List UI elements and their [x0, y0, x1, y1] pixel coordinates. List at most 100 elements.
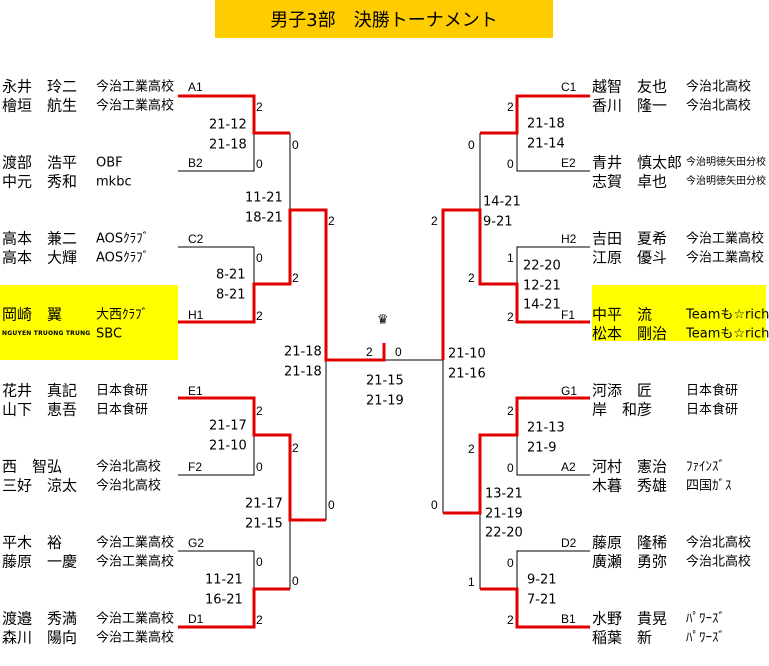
game-score: 21-17: [209, 418, 247, 434]
seed-label: H2: [561, 232, 577, 246]
highlight-right-finalist: [592, 285, 766, 341]
club-name: 今治北高校: [686, 554, 752, 570]
games-won: 0: [292, 138, 299, 152]
game-score: 22-20: [523, 258, 561, 274]
games-won: 0: [328, 498, 335, 512]
player-name: 高本 大輝: [2, 248, 78, 267]
club-name: 今治工業高校: [96, 611, 175, 627]
seed-label: G2: [188, 536, 205, 550]
club-name: 今治工業高校: [686, 231, 765, 247]
games-won: 2: [328, 214, 335, 228]
seed-label: C2: [188, 232, 204, 246]
games-won: 2: [468, 271, 475, 285]
player-name: 中平 流: [592, 305, 653, 324]
club-name: 四国ｶﾞｽ: [686, 478, 732, 494]
games-won: 2: [431, 214, 438, 228]
club-name: ﾊﾟﾜｰｽﾞ: [686, 611, 725, 627]
player-name: 平木 裕: [2, 533, 63, 552]
club-name: Teamも☆rich: [686, 307, 769, 323]
bracket-lines-winner: [178, 94, 590, 629]
player-name: NGUYEN TRUONG TRUNG: [2, 330, 91, 337]
game-score: 21-14: [527, 136, 565, 151]
seed-label: B2: [188, 156, 203, 170]
player-name: 渡邉 秀満: [2, 609, 78, 628]
games-won: 2: [468, 442, 475, 456]
games-won: 1: [468, 575, 475, 589]
seed-label: A2: [561, 460, 576, 474]
game-score: 21-15: [245, 516, 283, 531]
player-name: 藤原 一慶: [2, 552, 78, 571]
games-won: 2: [507, 404, 514, 418]
games-won: 0: [468, 138, 475, 152]
bracket-lines-black: [178, 133, 590, 589]
player-name: 永井 玲二: [2, 77, 78, 96]
club-name: 今治北高校: [96, 478, 162, 494]
game-score: 21-15: [366, 373, 404, 389]
game-score: 21-16: [448, 366, 486, 381]
player-name: 檜垣 航生: [2, 96, 78, 115]
player-name: 江原 優斗: [592, 248, 668, 267]
player-name: 河添 匠: [592, 381, 653, 400]
player-name: 河村 憲治: [592, 457, 668, 476]
game-score: 8-21: [216, 267, 246, 283]
game-score: 21-13: [527, 420, 565, 436]
club-name: AOSｸﾗﾌﾞ: [96, 250, 150, 266]
player-name: 廣瀬 勇弥: [592, 552, 668, 571]
crown-icon: ♛: [377, 312, 389, 328]
game-score: 21-18: [284, 344, 322, 360]
game-score: 7-21: [527, 592, 557, 607]
player-name: 三好 涼太: [2, 476, 78, 495]
club-name: ﾌｧｲﾝｽﾞ: [686, 459, 725, 475]
club-name: 今治工業高校: [96, 79, 175, 95]
game-score: 11-21: [205, 572, 243, 588]
game-score: 21-18: [527, 116, 565, 132]
games-won: 2: [256, 404, 263, 418]
games-won: 0: [431, 498, 438, 512]
game-score: 21-19: [366, 393, 404, 408]
club-name: 日本食研: [686, 383, 739, 399]
games-won: 0: [256, 251, 263, 265]
player-name: 山下 恵吾: [2, 400, 78, 419]
player-name: 渡部 浩平: [2, 153, 78, 172]
games-won: 1: [507, 251, 514, 265]
player-name: 青井 慎太郎: [592, 153, 683, 172]
game-score: 9-21: [483, 214, 513, 229]
game-score: 21-9: [527, 440, 557, 455]
game-score: 18-21: [245, 210, 283, 225]
games-won: 2: [507, 100, 514, 114]
games-won: 2: [292, 271, 299, 285]
club-name: 今治北高校: [686, 98, 752, 114]
games-won: 2: [256, 100, 263, 114]
seed-label: G1: [561, 384, 578, 398]
player-name: 越智 友也: [592, 77, 668, 96]
seed-label: F2: [188, 460, 203, 474]
club-name: 今治工業高校: [96, 98, 175, 114]
games-won: 0: [507, 461, 514, 475]
player-name: 香川 隆一: [592, 96, 668, 115]
club-name: mkbc: [96, 174, 132, 190]
seed-label: B1: [561, 612, 576, 626]
club-name: 日本食研: [96, 383, 149, 399]
club-name: 日本食研: [96, 402, 149, 418]
game-score: 14-21: [483, 194, 521, 210]
tournament-title: 男子3部 決勝トーナメント: [215, 0, 553, 38]
club-name: 今治明徳矢田分校: [686, 157, 766, 168]
club-name: 今治北高校: [686, 535, 752, 551]
seed-label: H1: [188, 308, 204, 322]
seed-label: E2: [561, 156, 576, 170]
player-name: 水野 貴晃: [592, 609, 668, 628]
player-name: 松本 剛治: [592, 324, 668, 343]
club-name: AOSｸﾗﾌﾞ: [96, 231, 150, 247]
game-score: 14-21: [523, 297, 561, 313]
club-name: Teamも☆rich: [686, 326, 769, 342]
player-name: 花井 真記: [2, 381, 78, 400]
games-won: 2: [256, 309, 263, 323]
games-won: 2: [256, 613, 263, 627]
club-name: 今治工業高校: [96, 554, 175, 570]
club-name: 大西ｸﾗﾌﾞ: [96, 307, 149, 323]
club-name: 今治北高校: [96, 459, 162, 475]
games-won: 2: [507, 613, 514, 627]
club-name: 今治明徳矢田分校: [686, 176, 766, 187]
games-won: 2: [507, 310, 514, 324]
